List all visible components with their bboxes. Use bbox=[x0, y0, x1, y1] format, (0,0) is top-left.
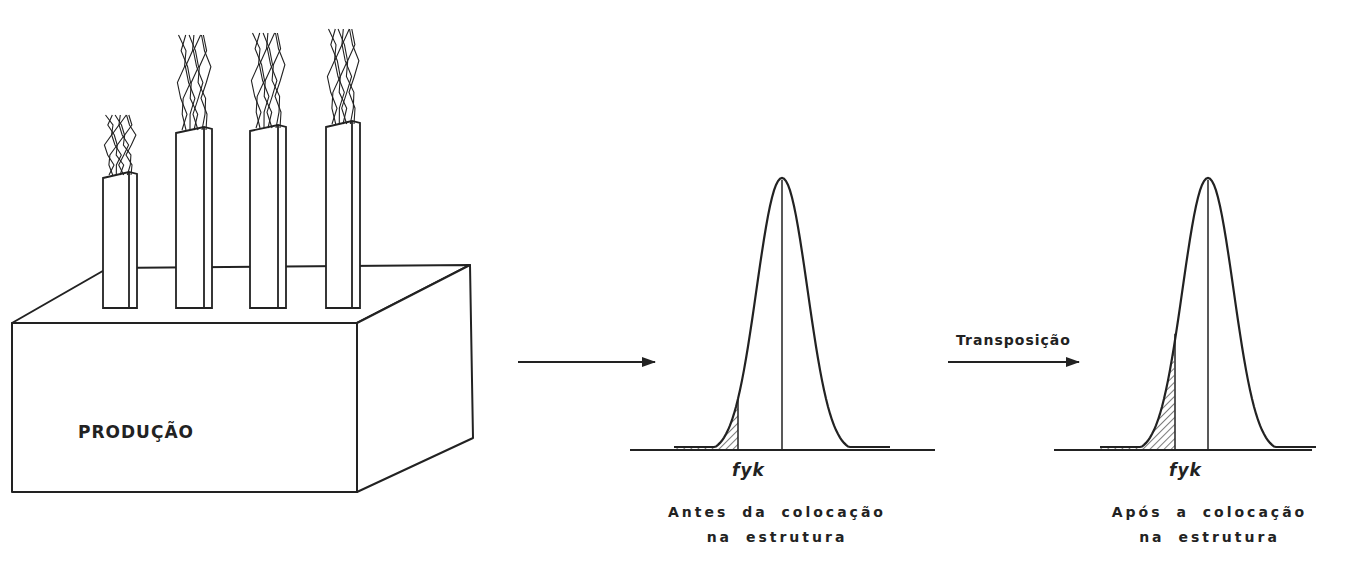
mean-line bbox=[781, 180, 783, 450]
caption: Antes da colocação na estrutura bbox=[652, 500, 902, 550]
production-box: PRODUÇÃO bbox=[10, 110, 476, 496]
distribution-panel: fykAntes da colocação na estrutura bbox=[658, 170, 935, 555]
hatched-tail bbox=[674, 399, 738, 450]
steel-bar bbox=[176, 127, 212, 308]
fyk-label: fyk bbox=[732, 460, 765, 480]
steel-bar bbox=[326, 121, 360, 308]
normal-curve bbox=[1054, 178, 1316, 450]
flow-arrow bbox=[948, 361, 1079, 363]
fyk-line bbox=[1174, 334, 1176, 450]
flow-arrow bbox=[518, 361, 655, 363]
curve-illustration bbox=[1082, 170, 1312, 555]
axis-line bbox=[1054, 449, 1312, 451]
mean-line bbox=[1207, 180, 1209, 450]
curve-illustration bbox=[658, 170, 935, 555]
fyk-line bbox=[737, 399, 739, 450]
distribution-panel: fykApós a colocação na estrutura bbox=[1082, 170, 1312, 555]
steel-bar bbox=[250, 125, 286, 308]
flame-strands bbox=[251, 33, 285, 128]
flame-strands bbox=[104, 115, 135, 175]
normal-curve bbox=[630, 178, 935, 450]
box-label: PRODUÇÃO bbox=[78, 422, 194, 442]
steel-bar bbox=[103, 172, 137, 308]
fyk-label: fyk bbox=[1169, 460, 1202, 480]
caption: Após a colocação na estrutura bbox=[1102, 500, 1317, 550]
flame-strands bbox=[177, 35, 211, 130]
flame-strands bbox=[327, 29, 359, 124]
arrow-label: Transposição bbox=[954, 332, 1073, 348]
production-box bbox=[12, 265, 473, 492]
